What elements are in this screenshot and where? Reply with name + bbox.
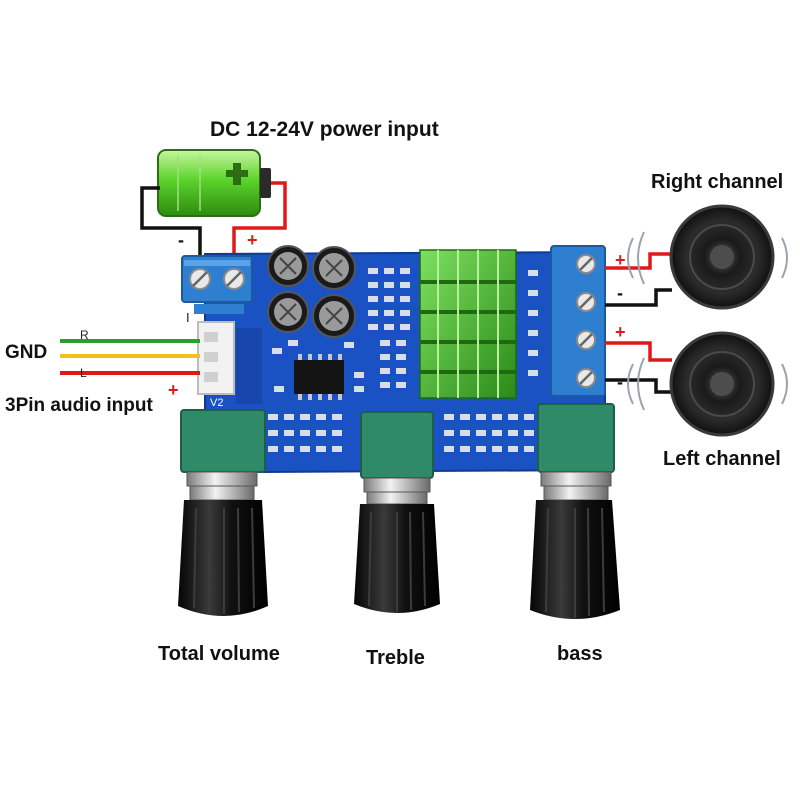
power-minus-sign: - (178, 230, 184, 250)
treble-potentiometer (354, 411, 440, 613)
right-minus-sign: - (617, 283, 623, 303)
board-version-label: V2 (210, 397, 224, 409)
total-volume-label: Total volume (158, 643, 280, 665)
bass-potentiometer (530, 403, 620, 619)
power-input-label: DC 12-24V power input (210, 118, 439, 141)
right-channel-label: Right channel (651, 171, 784, 193)
capacitors (267, 245, 356, 338)
volume-potentiometer (178, 409, 268, 616)
battery-icon (157, 149, 271, 217)
speaker-wires (605, 252, 672, 394)
smd-components (268, 268, 538, 452)
audio-connector (197, 321, 235, 395)
audio-plus-sign: + (168, 380, 179, 400)
audio-input-wires (60, 339, 200, 375)
bass-label: bass (557, 643, 603, 665)
power-plus-sign: + (247, 230, 258, 250)
heatsink (419, 249, 517, 399)
right-plus-sign: + (615, 250, 626, 270)
gnd-label: GND (5, 342, 48, 363)
speaker-terminal (550, 245, 606, 397)
ic-chip (294, 354, 344, 400)
left-minus-sign: - (617, 372, 623, 392)
wire-label-l: L (80, 366, 87, 380)
audio-input-label: 3Pin audio input (5, 395, 153, 416)
left-channel-label: Left channel (663, 448, 781, 470)
wire-label-r: R (80, 328, 89, 342)
left-speaker-icon (627, 331, 788, 437)
power-wires (140, 181, 287, 272)
right-speaker-icon (627, 204, 788, 310)
power-terminal (181, 255, 253, 314)
pin-marker: I (186, 310, 190, 325)
left-plus-sign: + (615, 322, 626, 342)
treble-label: Treble (366, 647, 425, 669)
